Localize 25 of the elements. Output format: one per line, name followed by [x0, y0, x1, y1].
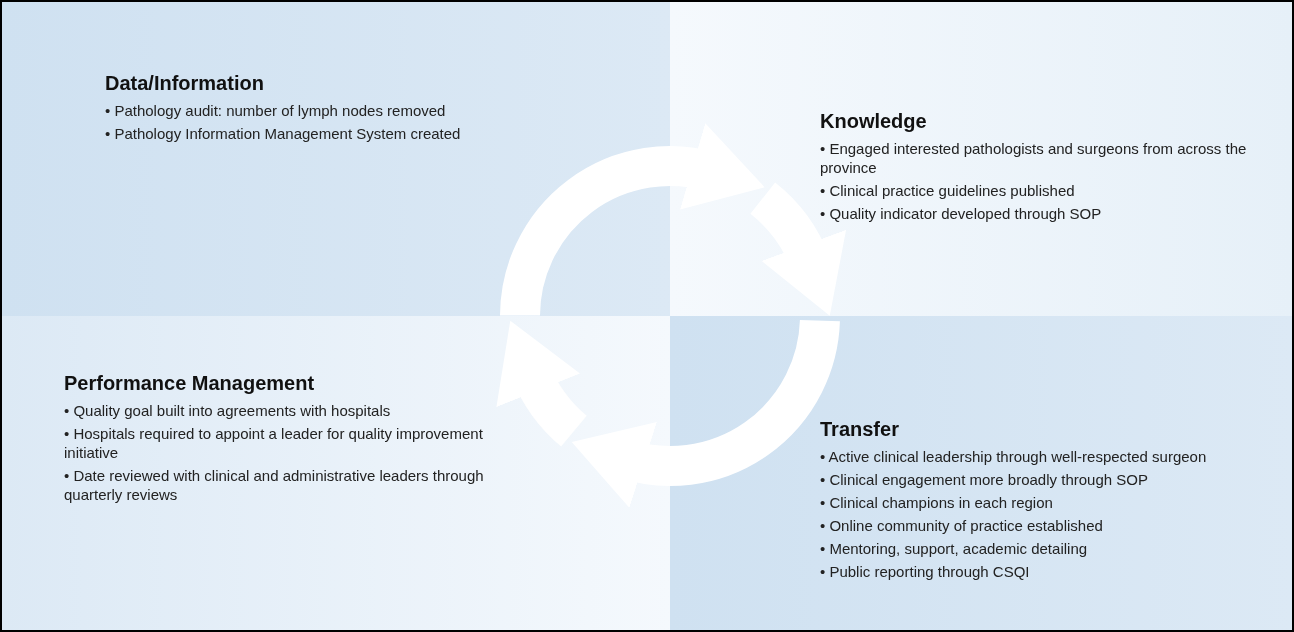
list-item: • Pathology audit: number of lymph nodes removed: [105, 101, 447, 120]
list-item: • Quality goal built into agreements with hospitals: [64, 401, 392, 420]
list-item: • Clinical engagement more broadly through SOP: [820, 470, 1149, 489]
heading: Performance Management: [64, 372, 316, 395]
list-item: • Clinical champions in each region: [820, 493, 1054, 512]
list-item: • Date reviewed with clinical and administrative leaders through quarterly reviews: [64, 466, 485, 504]
list-item: • Clinical practice guidelines published: [820, 181, 1076, 200]
list-item: • Engaged interested pathologists and surgeons from across the province: [820, 139, 1248, 177]
heading: Data/Information: [105, 72, 265, 95]
quadrant-panel: [670, 2, 1292, 316]
list-item: • Mentoring, support, academic detailing: [820, 539, 1089, 558]
cycle-arrow: [500, 123, 766, 317]
quadrant-panel: [2, 316, 670, 630]
list-item: • Public reporting through CSQI: [820, 562, 1031, 581]
cycle-arrow: [749, 183, 845, 315]
list-item: • Online community of practice established: [820, 516, 1104, 535]
list-item: • Pathology Information Management System created: [105, 124, 462, 143]
heading: Knowledge: [820, 110, 928, 133]
list-item: • Quality indicator developed through SOP: [820, 204, 1103, 223]
cycle-arrow: [570, 318, 840, 508]
heading: Transfer: [820, 418, 900, 441]
quadrant-panel: [670, 316, 1292, 630]
quadrant-panel: [2, 2, 670, 316]
list-item: • Hospitals required to appoint a leader for quality improvement initiative: [64, 424, 484, 462]
list-item: • Active clinical leadership through well-respected surgeon: [820, 447, 1208, 466]
